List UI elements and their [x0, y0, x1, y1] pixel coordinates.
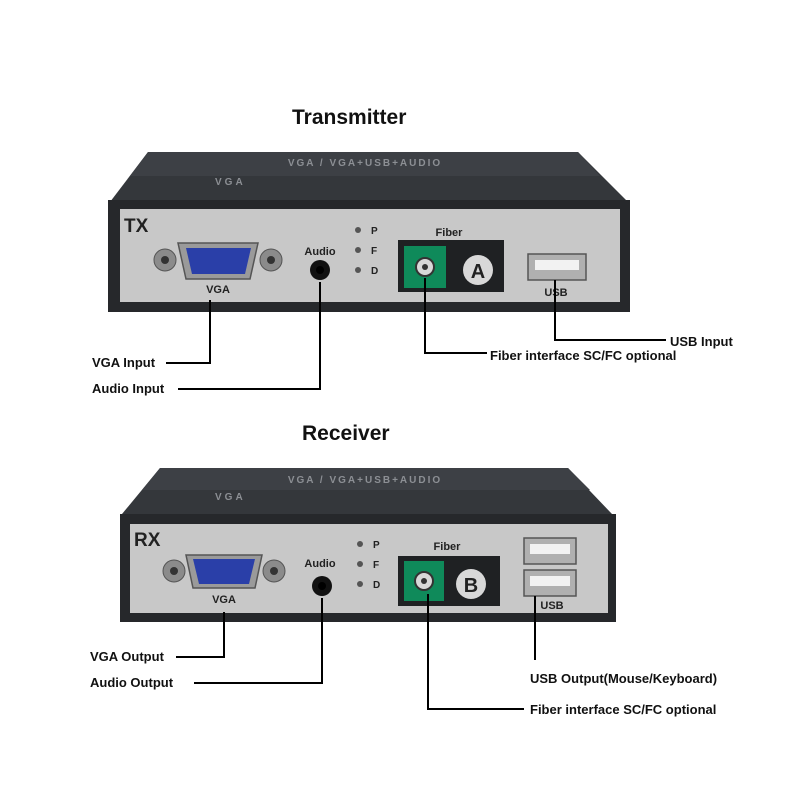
callout-usb-input: USB Input — [670, 334, 733, 349]
receiver-audio-label: Audio — [304, 558, 335, 570]
receiver-led-d: D — [373, 580, 380, 591]
callout-usb-output: USB Output(Mouse/Keyboard) — [530, 671, 718, 686]
receiver-vga-label: VGA — [212, 594, 236, 606]
receiver-title: Receiver — [302, 422, 390, 445]
receiver-usb-label: USB — [540, 600, 563, 612]
receiver-usb-ports — [523, 537, 577, 597]
transmitter-audio-label: Audio — [304, 246, 335, 258]
transmitter-badge: TX — [124, 216, 149, 237]
transmitter-top-sub: VGA — [215, 177, 246, 188]
callout-fiber-tx: Fiber interface SC/FC optional — [490, 348, 677, 363]
transmitter-title: Transmitter — [292, 106, 407, 129]
receiver-led-f: F — [373, 560, 379, 571]
transmitter-leds: P F D — [355, 226, 378, 277]
callout-vga-output: VGA Output — [90, 649, 164, 664]
callout-vga-input: VGA Input — [92, 355, 156, 370]
callout-audio-input: Audio Input — [92, 381, 165, 396]
transmitter-vga-port — [153, 242, 283, 280]
transmitter-led-f: F — [371, 246, 377, 257]
receiver-top-sub: VGA — [215, 492, 246, 503]
transmitter-port-letter: A — [471, 261, 485, 283]
transmitter-fiber-label: Fiber — [436, 227, 464, 239]
callout-fiber-rx: Fiber interface SC/FC optional — [530, 702, 717, 717]
receiver-callout-lines — [176, 594, 536, 710]
receiver-fiber-label: Fiber — [434, 541, 462, 553]
transmitter-led-d: D — [371, 266, 378, 277]
receiver-fiber-port — [398, 556, 500, 606]
transmitter-callout-lines — [166, 278, 666, 390]
receiver-port-letter: B — [464, 575, 478, 597]
receiver-top-label: VGA / VGA+USB+AUDIO — [288, 475, 442, 486]
transmitter-usb-label: USB — [544, 287, 567, 299]
receiver-led-p: P — [373, 540, 380, 551]
transmitter-top-label: VGA / VGA+USB+AUDIO — [288, 158, 442, 169]
receiver-vga-port — [162, 554, 286, 589]
callout-audio-output: Audio Output — [90, 675, 174, 690]
transmitter-led-p: P — [371, 226, 378, 237]
transmitter-vga-label: VGA — [206, 284, 230, 296]
receiver-badge: RX — [134, 530, 161, 551]
transmitter-usb-port — [527, 253, 587, 281]
transmitter-fiber-port — [398, 240, 504, 292]
receiver-leds: P F D — [357, 540, 380, 591]
